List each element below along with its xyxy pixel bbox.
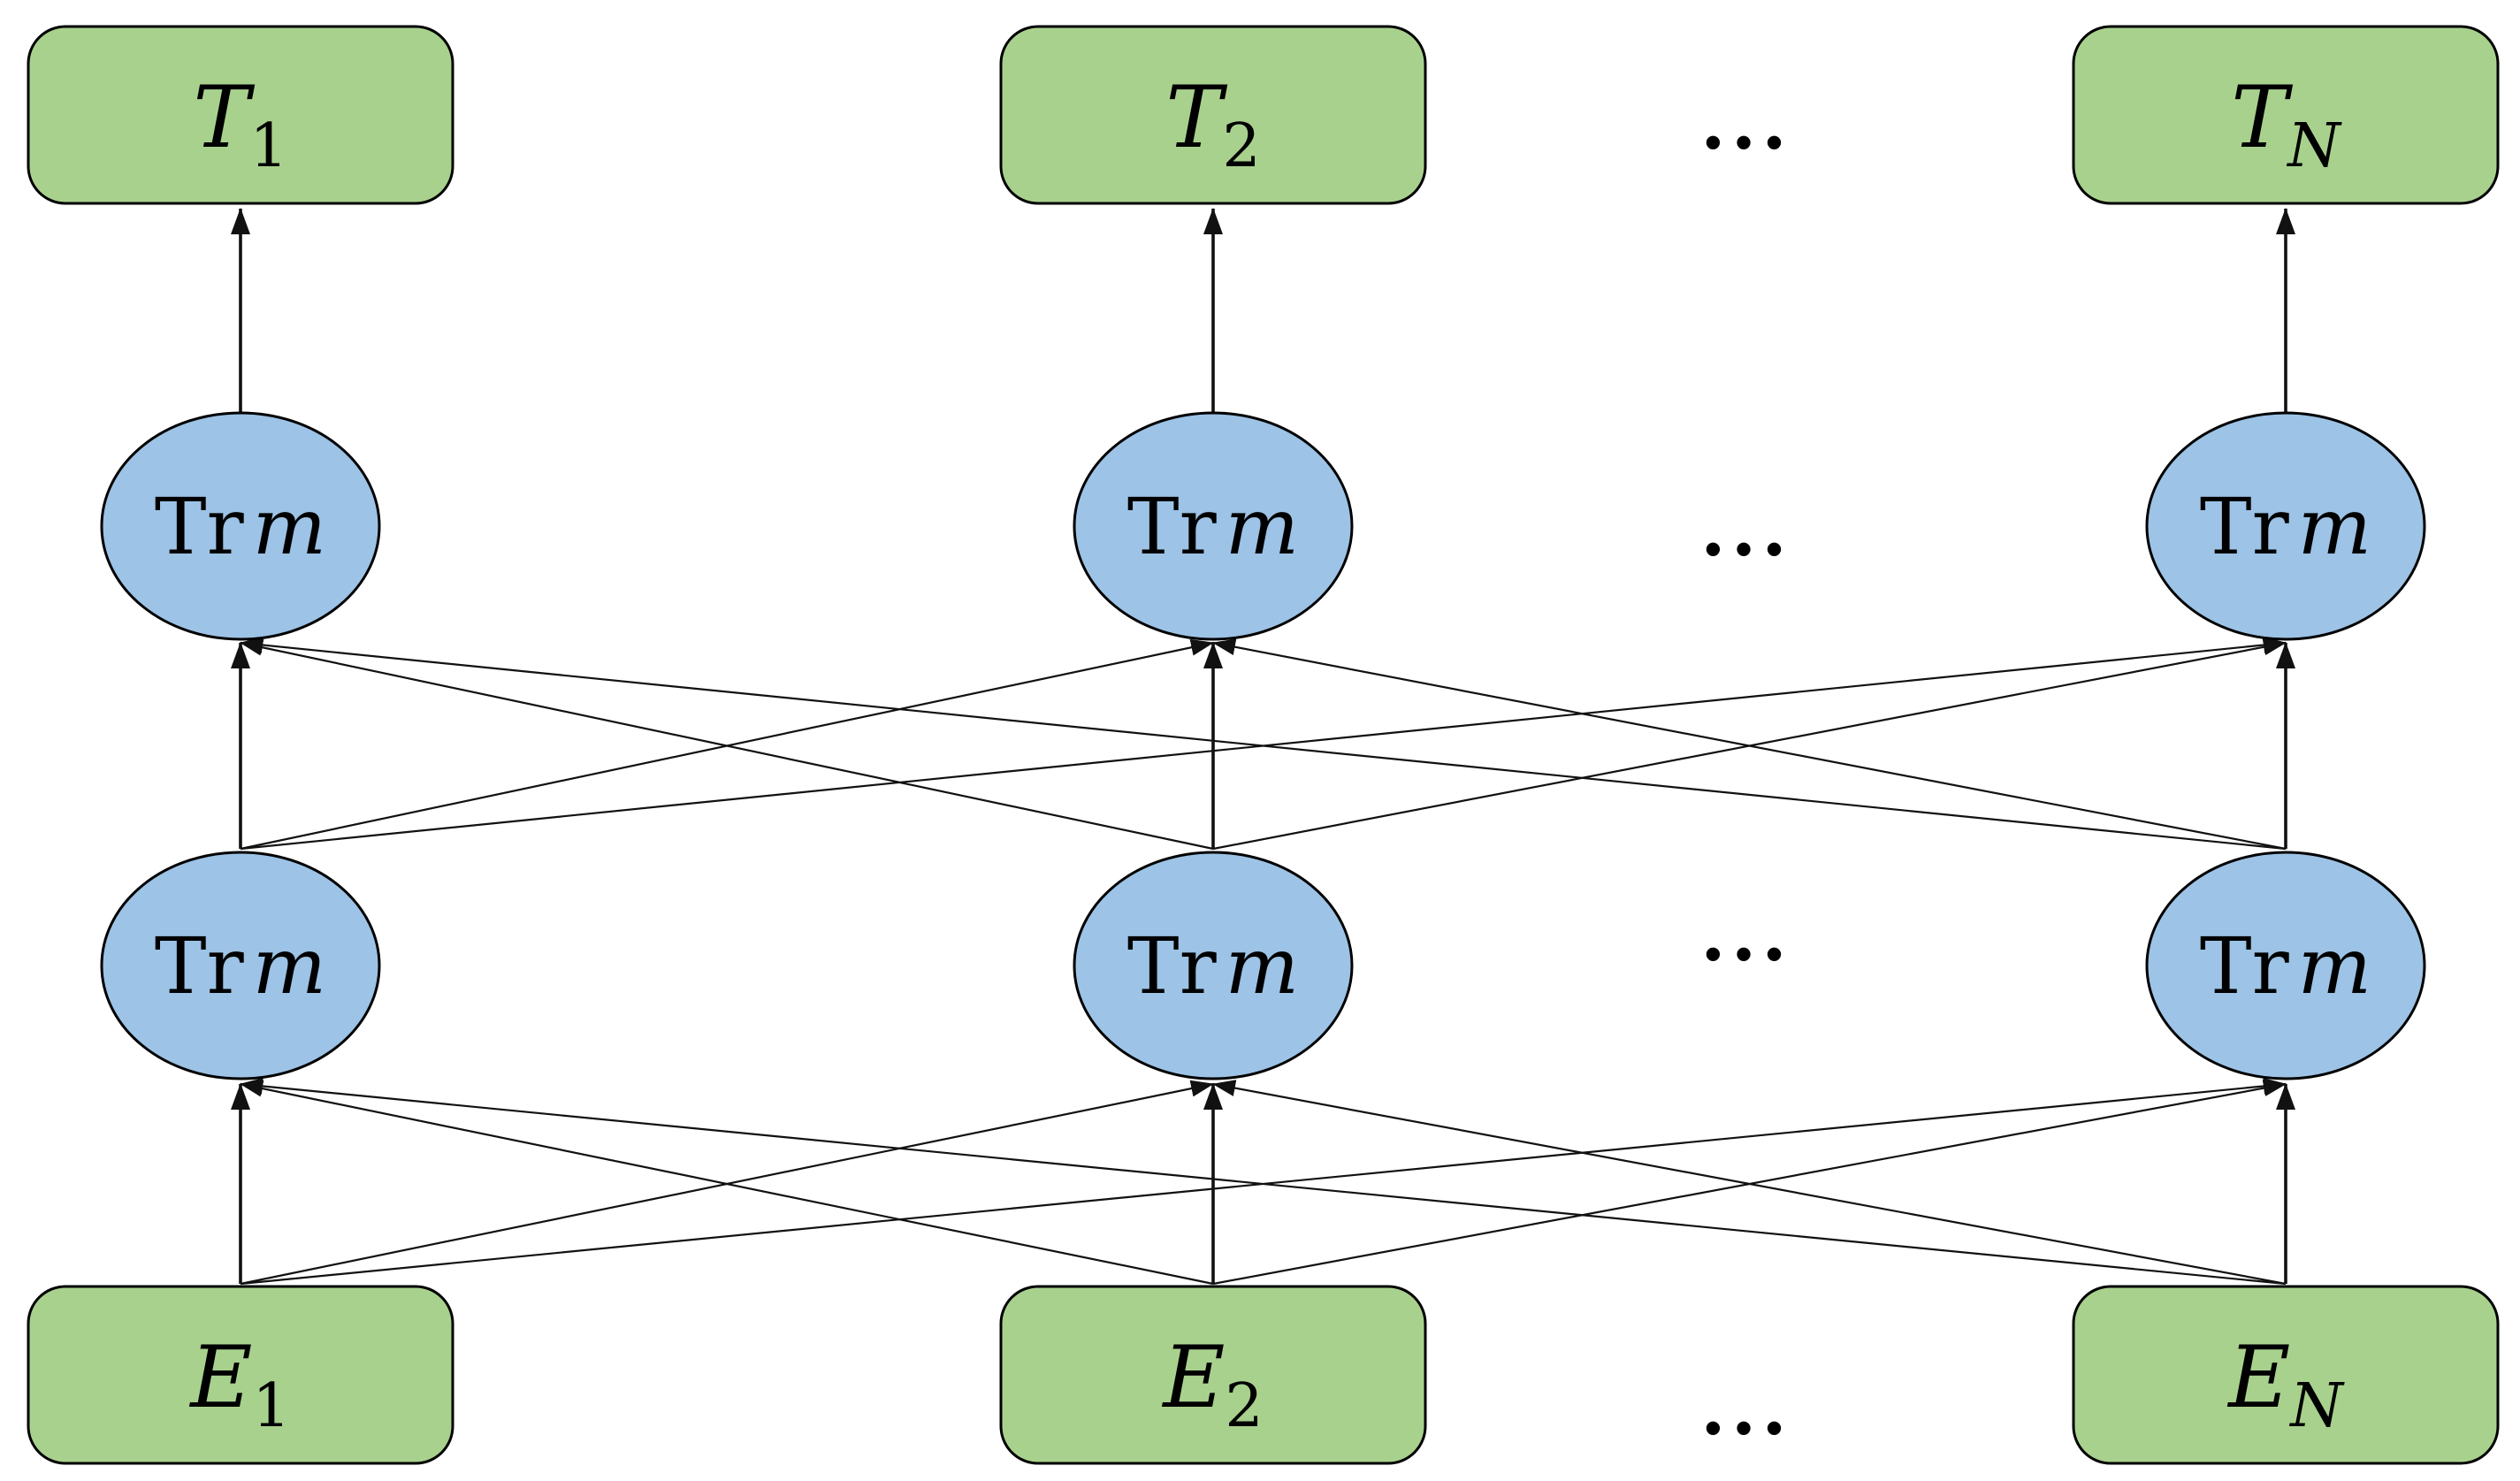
e-box-row-label-1: E1 bbox=[188, 1328, 290, 1441]
e-box-row-node-3 bbox=[2072, 1285, 2500, 1465]
trm-lower-row-node-2 bbox=[1073, 851, 1354, 1080]
ellipsis-layer: ............ bbox=[1700, 81, 1792, 1452]
t-box-row-label-1: T1 bbox=[193, 68, 287, 181]
arrow-trm-lower-to-upper-2-to-1 bbox=[240, 638, 1214, 851]
t-box-row-label-2: T2 bbox=[1165, 68, 1260, 181]
trm-upper-row-node-3 bbox=[2145, 411, 2426, 641]
edges-layer bbox=[231, 208, 2295, 1286]
arrow-trm-lower-to-upper-3-to-2 bbox=[1212, 638, 2287, 851]
e-box-row-ellipsis: ... bbox=[1700, 1367, 1792, 1452]
e-box-row-label-3: EN bbox=[2226, 1328, 2345, 1441]
trm-lower-row-node-1 bbox=[100, 851, 381, 1080]
arrow-e-to-trm-lower-3-to-1 bbox=[240, 1077, 2287, 1286]
t-box-row-ellipsis: ... bbox=[1700, 81, 1792, 166]
t-box-row-label-3: TN bbox=[2231, 68, 2342, 181]
trm-lower-row-node-3 bbox=[2145, 851, 2426, 1080]
e-box-row-node-2 bbox=[999, 1285, 1427, 1465]
e-box-row-label-2: E2 bbox=[1161, 1328, 1263, 1441]
trm-upper-row-node-2 bbox=[1073, 411, 1354, 641]
t-box-row-node-3 bbox=[2072, 25, 2500, 205]
t-box-row-node-2 bbox=[999, 25, 1427, 205]
arrow-e-to-trm-lower-3-to-2 bbox=[1212, 1080, 2287, 1286]
arrow-e-to-trm-lower-2-to-1 bbox=[240, 1080, 1214, 1286]
trm-lower-row-ellipsis: ... bbox=[1700, 893, 1792, 978]
trm-upper-row-ellipsis: ... bbox=[1700, 488, 1792, 573]
trm-upper-row-node-1 bbox=[100, 411, 381, 641]
t-box-row-node-1 bbox=[27, 25, 454, 205]
arrow-trm-lower-to-upper-3-to-1 bbox=[240, 637, 2287, 851]
e-box-row-node-1 bbox=[27, 1285, 454, 1465]
